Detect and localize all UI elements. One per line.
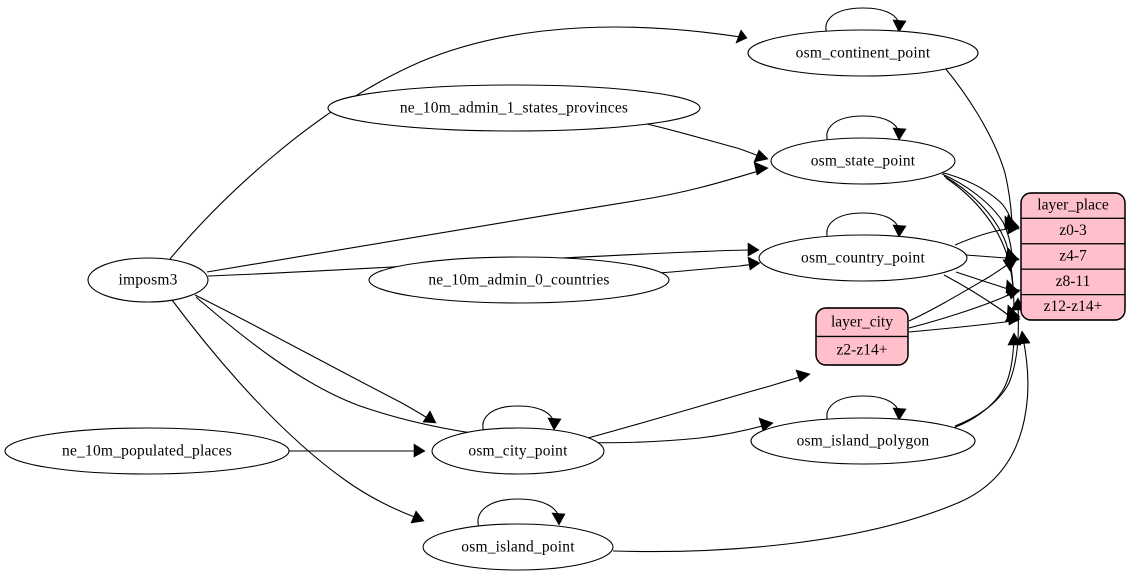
node-ne-10m-admin-1-states-provinces[interactable]: ne_10m_admin_1_states_provinces	[327, 84, 701, 132]
edge-osm-city-point-to-layer-city-z2-z14	[587, 369, 811, 439]
node-osm-continent-point-label: osm_continent_point	[796, 45, 931, 62]
node-ne-10m-admin-0-countries[interactable]: ne_10m_admin_0_countries	[368, 256, 670, 304]
node-layer-place[interactable]: layer_place z0-3 z4-7 z8-11 z12-z14+	[1020, 192, 1126, 321]
layer-city-title: layer_city	[831, 314, 893, 331]
layer-place-row-z8-11[interactable]: z8-11	[1056, 273, 1091, 290]
node-ne-10m-populated-places[interactable]: ne_10m_populated_places	[4, 427, 290, 475]
layer-place-row-z0-3[interactable]: z0-3	[1059, 222, 1087, 239]
edge-self-loop-osm-country-point	[826, 212, 907, 240]
node-ne-populated-label: ne_10m_populated_places	[62, 443, 232, 460]
node-osm-city-point[interactable]: osm_city_point	[431, 427, 605, 475]
edge-ne-countries-to-osm-country-point	[657, 256, 761, 274]
edge-imposm3-to-osm-city-point	[194, 294, 437, 424]
node-osm-country-point[interactable]: osm_country_point	[758, 234, 968, 282]
node-osm-country-point-label: osm_country_point	[801, 250, 925, 267]
edge-self-loop-osm-island-polygon	[826, 395, 907, 423]
layer-place-title: layer_place	[1037, 197, 1109, 214]
node-osm-island-point[interactable]: osm_island_point	[422, 523, 614, 571]
edge-imposm3-to-osm-island-point	[171, 299, 425, 524]
node-osm-continent-point[interactable]: osm_continent_point	[747, 29, 979, 77]
edge-imposm3-to-osm-state-point	[206, 161, 769, 273]
node-osm-island-polygon-label: osm_island_polygon	[797, 433, 930, 450]
edge-layer	[169, 7, 1031, 553]
edge-osm-island-point-to-layer-place-z12-z14	[612, 330, 1031, 553]
layer-city-row-z2-z14[interactable]: z2-z14+	[837, 342, 888, 359]
edge-self-loop-osm-island-point	[477, 498, 566, 529]
node-osm-state-point[interactable]: osm_state_point	[770, 137, 956, 185]
node-osm-state-point-label: osm_state_point	[811, 153, 916, 170]
edge-layer-city-to-layer-place-z8-11	[908, 286, 1021, 329]
node-ne-states-label: ne_10m_admin_1_states_provinces	[400, 100, 628, 117]
edge-self-loop-osm-city-point	[482, 405, 562, 433]
node-imposm3-label: imposm3	[118, 272, 177, 289]
edge-layer-city-to-layer-place-z4-7	[908, 258, 1018, 322]
edge-layer-city-to-layer-place-z12-z14	[908, 311, 1021, 333]
edge-imposm3-to-osm-island-polygon	[195, 296, 774, 444]
node-layer: imposm3 ne_10m_admin_1_states_provinces …	[4, 29, 1126, 571]
edge-imposm3-to-osm-continent-point	[169, 26, 748, 260]
edge-self-loop-osm-state-point	[826, 115, 907, 143]
node-imposm3[interactable]: imposm3	[87, 257, 209, 303]
edge-osm-country-point-to-layer-place-z0-3	[954, 220, 1020, 246]
node-osm-island-point-label: osm_island_point	[461, 539, 575, 556]
edge-self-loop-osm-continent-point	[825, 7, 907, 35]
edge-ne-states-to-osm-state-point	[646, 123, 769, 163]
layer-place-row-z4-7[interactable]: z4-7	[1059, 248, 1087, 265]
node-layer-city[interactable]: layer_city z2-z14+	[815, 307, 909, 366]
node-osm-island-polygon[interactable]: osm_island_polygon	[750, 417, 976, 465]
node-ne-countries-label: ne_10m_admin_0_countries	[428, 272, 609, 289]
layer-place-row-z12-z14[interactable]: z12-z14+	[1044, 298, 1103, 315]
edge-osm-continent-point-to-layer-place-z0-3	[944, 67, 1020, 230]
edge-osm-island-polygon-to-layer-place-z12-z14	[952, 332, 1022, 429]
edge-ne-populated-to-osm-city-point	[289, 443, 426, 458]
node-osm-city-point-label: osm_city_point	[468, 443, 568, 460]
